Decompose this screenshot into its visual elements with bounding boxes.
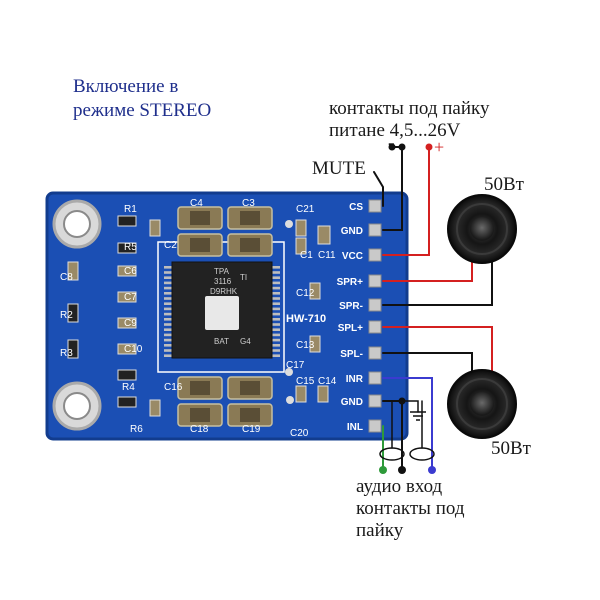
wire-vcc xyxy=(382,146,430,256)
power-label-line-1: контакты под пайку xyxy=(329,98,490,119)
minus-sign: - xyxy=(388,132,395,154)
shield-right xyxy=(409,447,435,461)
ref-c10: C10 xyxy=(124,344,143,355)
ref-c3: C3 xyxy=(242,198,255,209)
ref-c14: C14 xyxy=(318,376,337,387)
solder-dots xyxy=(379,143,436,474)
pin-header: CS GND VCC SPR+ SPR- SPL+ SPL- INR GND INL xyxy=(337,199,382,433)
power-label-line-2: питане 4,5...26V xyxy=(329,120,461,141)
ref-c11: C11 xyxy=(318,250,336,261)
ref-r3: R3 xyxy=(60,348,73,359)
ground-symbol xyxy=(410,411,426,421)
pin-label-4: SPR+ xyxy=(337,277,364,288)
ref-c12: C12 xyxy=(296,288,315,299)
ref-r2: R2 xyxy=(60,310,73,321)
chip-marking-3: D9RHK xyxy=(210,287,238,296)
capacitors-top xyxy=(177,206,273,257)
ref-r5: R5 xyxy=(124,242,137,253)
pin-label-6: SPL+ xyxy=(338,323,363,334)
shield-left xyxy=(379,447,405,461)
mute-label: MUTE xyxy=(312,158,366,179)
chip-marking-4: BAT xyxy=(214,337,229,346)
amplifier-chip: TPA 3116 D9RHK BAT TI G4 xyxy=(164,261,280,359)
ref-c1: C1 xyxy=(300,250,313,261)
chip-marking-5: TI xyxy=(240,273,247,282)
wire-inr xyxy=(382,377,433,469)
pin-label-7: SPL- xyxy=(340,349,363,360)
audio-label-line-3: пайку xyxy=(356,520,404,541)
ref-r4: R4 xyxy=(122,382,135,393)
ref-c9: C9 xyxy=(124,318,137,329)
ref-c17: C17 xyxy=(286,360,305,371)
ref-c15: C15 xyxy=(296,376,315,387)
chip-marking-6: G4 xyxy=(240,337,251,346)
title-line-2: режиме STEREO xyxy=(73,100,212,121)
speaker-bottom-label: 50Вт xyxy=(491,438,531,459)
board-model-label: HW-710 xyxy=(286,313,326,325)
ref-c16: C16 xyxy=(164,382,183,393)
wire-gnd-audio xyxy=(382,400,403,469)
chip-marking-1: TPA xyxy=(214,267,230,276)
pcb-board xyxy=(45,191,409,441)
pin-label-2: GND xyxy=(341,226,363,237)
audio-label-line-1: аудио вход xyxy=(356,476,443,497)
pin-label-8: INR xyxy=(346,374,364,385)
ref-c7: C7 xyxy=(124,292,137,303)
pin-label-9: GND xyxy=(341,397,363,408)
ref-c13: C13 xyxy=(296,340,315,351)
wire-spl-minus xyxy=(382,352,473,377)
ref-r1: R1 xyxy=(124,204,137,215)
chip-marking-2: 3116 xyxy=(214,277,232,286)
ref-c6: C6 xyxy=(124,266,137,277)
wire-spr-plus xyxy=(382,254,473,282)
speaker-bottom xyxy=(447,369,517,439)
ref-c20: C20 xyxy=(290,428,309,439)
wire-gnd-power xyxy=(382,146,403,231)
ref-c4: C4 xyxy=(190,198,203,209)
ref-c21: C21 xyxy=(296,204,315,215)
mounting-hole-top xyxy=(52,199,102,249)
pin-label-5: SPR- xyxy=(339,301,363,312)
ref-c2: C2 xyxy=(164,240,177,251)
speaker-top xyxy=(447,194,517,264)
capacitors-bottom xyxy=(177,376,273,427)
ref-r6: R6 xyxy=(130,424,143,435)
wire-spl-plus xyxy=(382,326,493,383)
ref-c19: C19 xyxy=(242,424,261,435)
ref-c8: C8 xyxy=(60,272,73,283)
smd-parts-left xyxy=(67,215,161,417)
speaker-top-label: 50Вт xyxy=(484,174,524,195)
audio-label-line-2: контакты под xyxy=(356,498,465,519)
title-line-1: Включение в xyxy=(73,76,179,97)
pin-label-10: INL xyxy=(347,422,363,433)
pin-label-3: VCC xyxy=(342,251,363,262)
plus-sign: + xyxy=(434,137,445,157)
mute-switch xyxy=(373,171,384,207)
wire-spr-minus xyxy=(382,261,493,306)
smd-parts-right xyxy=(285,219,331,404)
ref-c18: C18 xyxy=(190,424,209,435)
wire-gnd-ground xyxy=(401,400,419,413)
mounting-hole-bottom xyxy=(52,381,102,431)
pin-label-1: CS xyxy=(349,202,363,213)
wires xyxy=(373,146,493,469)
